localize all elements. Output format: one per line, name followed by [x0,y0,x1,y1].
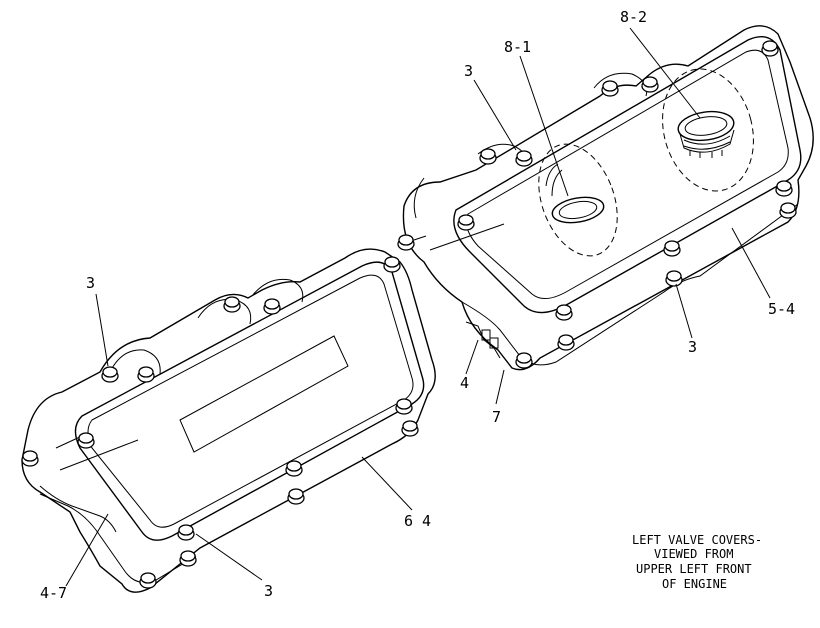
bolt [665,270,683,287]
callout-bolt-right-top: 3 [464,62,473,80]
callout-bolt-left-top: 3 [86,274,95,292]
oil-fill-cap [662,68,754,192]
right-valve-cover [397,25,814,371]
bolt [287,488,305,505]
caption: LEFT VALVE COVERS- VIEWED FROM UPPER LEF… [632,533,762,591]
bolt [641,76,659,93]
bolt [77,432,95,449]
bolt [515,150,533,167]
bolt [177,524,195,541]
callout-breather: 8-1 [504,38,531,56]
callout-bolt-left-bottom: 3 [264,582,273,600]
caption-line-1: LEFT VALVE COVERS- [632,533,762,547]
bolt [397,234,415,251]
caption-line-4: OF ENGINE [662,577,727,591]
bolt [779,202,797,219]
bolt [395,398,413,415]
bolt [457,214,475,231]
callout-cover-right: 5-4 [768,300,795,318]
bolt [101,366,119,383]
callout-bolt-right-bottom: 3 [688,338,697,356]
callout-part-4: 4 [460,374,469,392]
bolt [21,450,39,467]
bolt [383,256,401,273]
callout-oil-fill-cap: 8-2 [620,8,647,26]
bolt [557,334,575,351]
leader-lines [65,27,771,587]
bolt [479,148,497,165]
callout-part-7: 7 [492,408,501,426]
bolt [555,304,573,321]
bolt [263,298,281,315]
bolt [223,296,241,313]
breather-boss [538,143,618,257]
bolt [401,420,419,437]
bolt [139,572,157,589]
callout-gasket-left: 4-7 [40,584,67,602]
callout-cover-left: 6 4 [404,512,431,530]
bolt [761,40,779,57]
left-valve-cover [21,248,436,593]
caption-line-2: VIEWED FROM [654,547,733,561]
bolt [775,180,793,197]
bolt [179,550,197,567]
bolt [663,240,681,257]
bolt [601,80,619,97]
caption-line-3: UPPER LEFT FRONT [636,562,752,576]
bolt [515,352,533,369]
bolt [137,366,155,383]
bolt [285,460,303,477]
